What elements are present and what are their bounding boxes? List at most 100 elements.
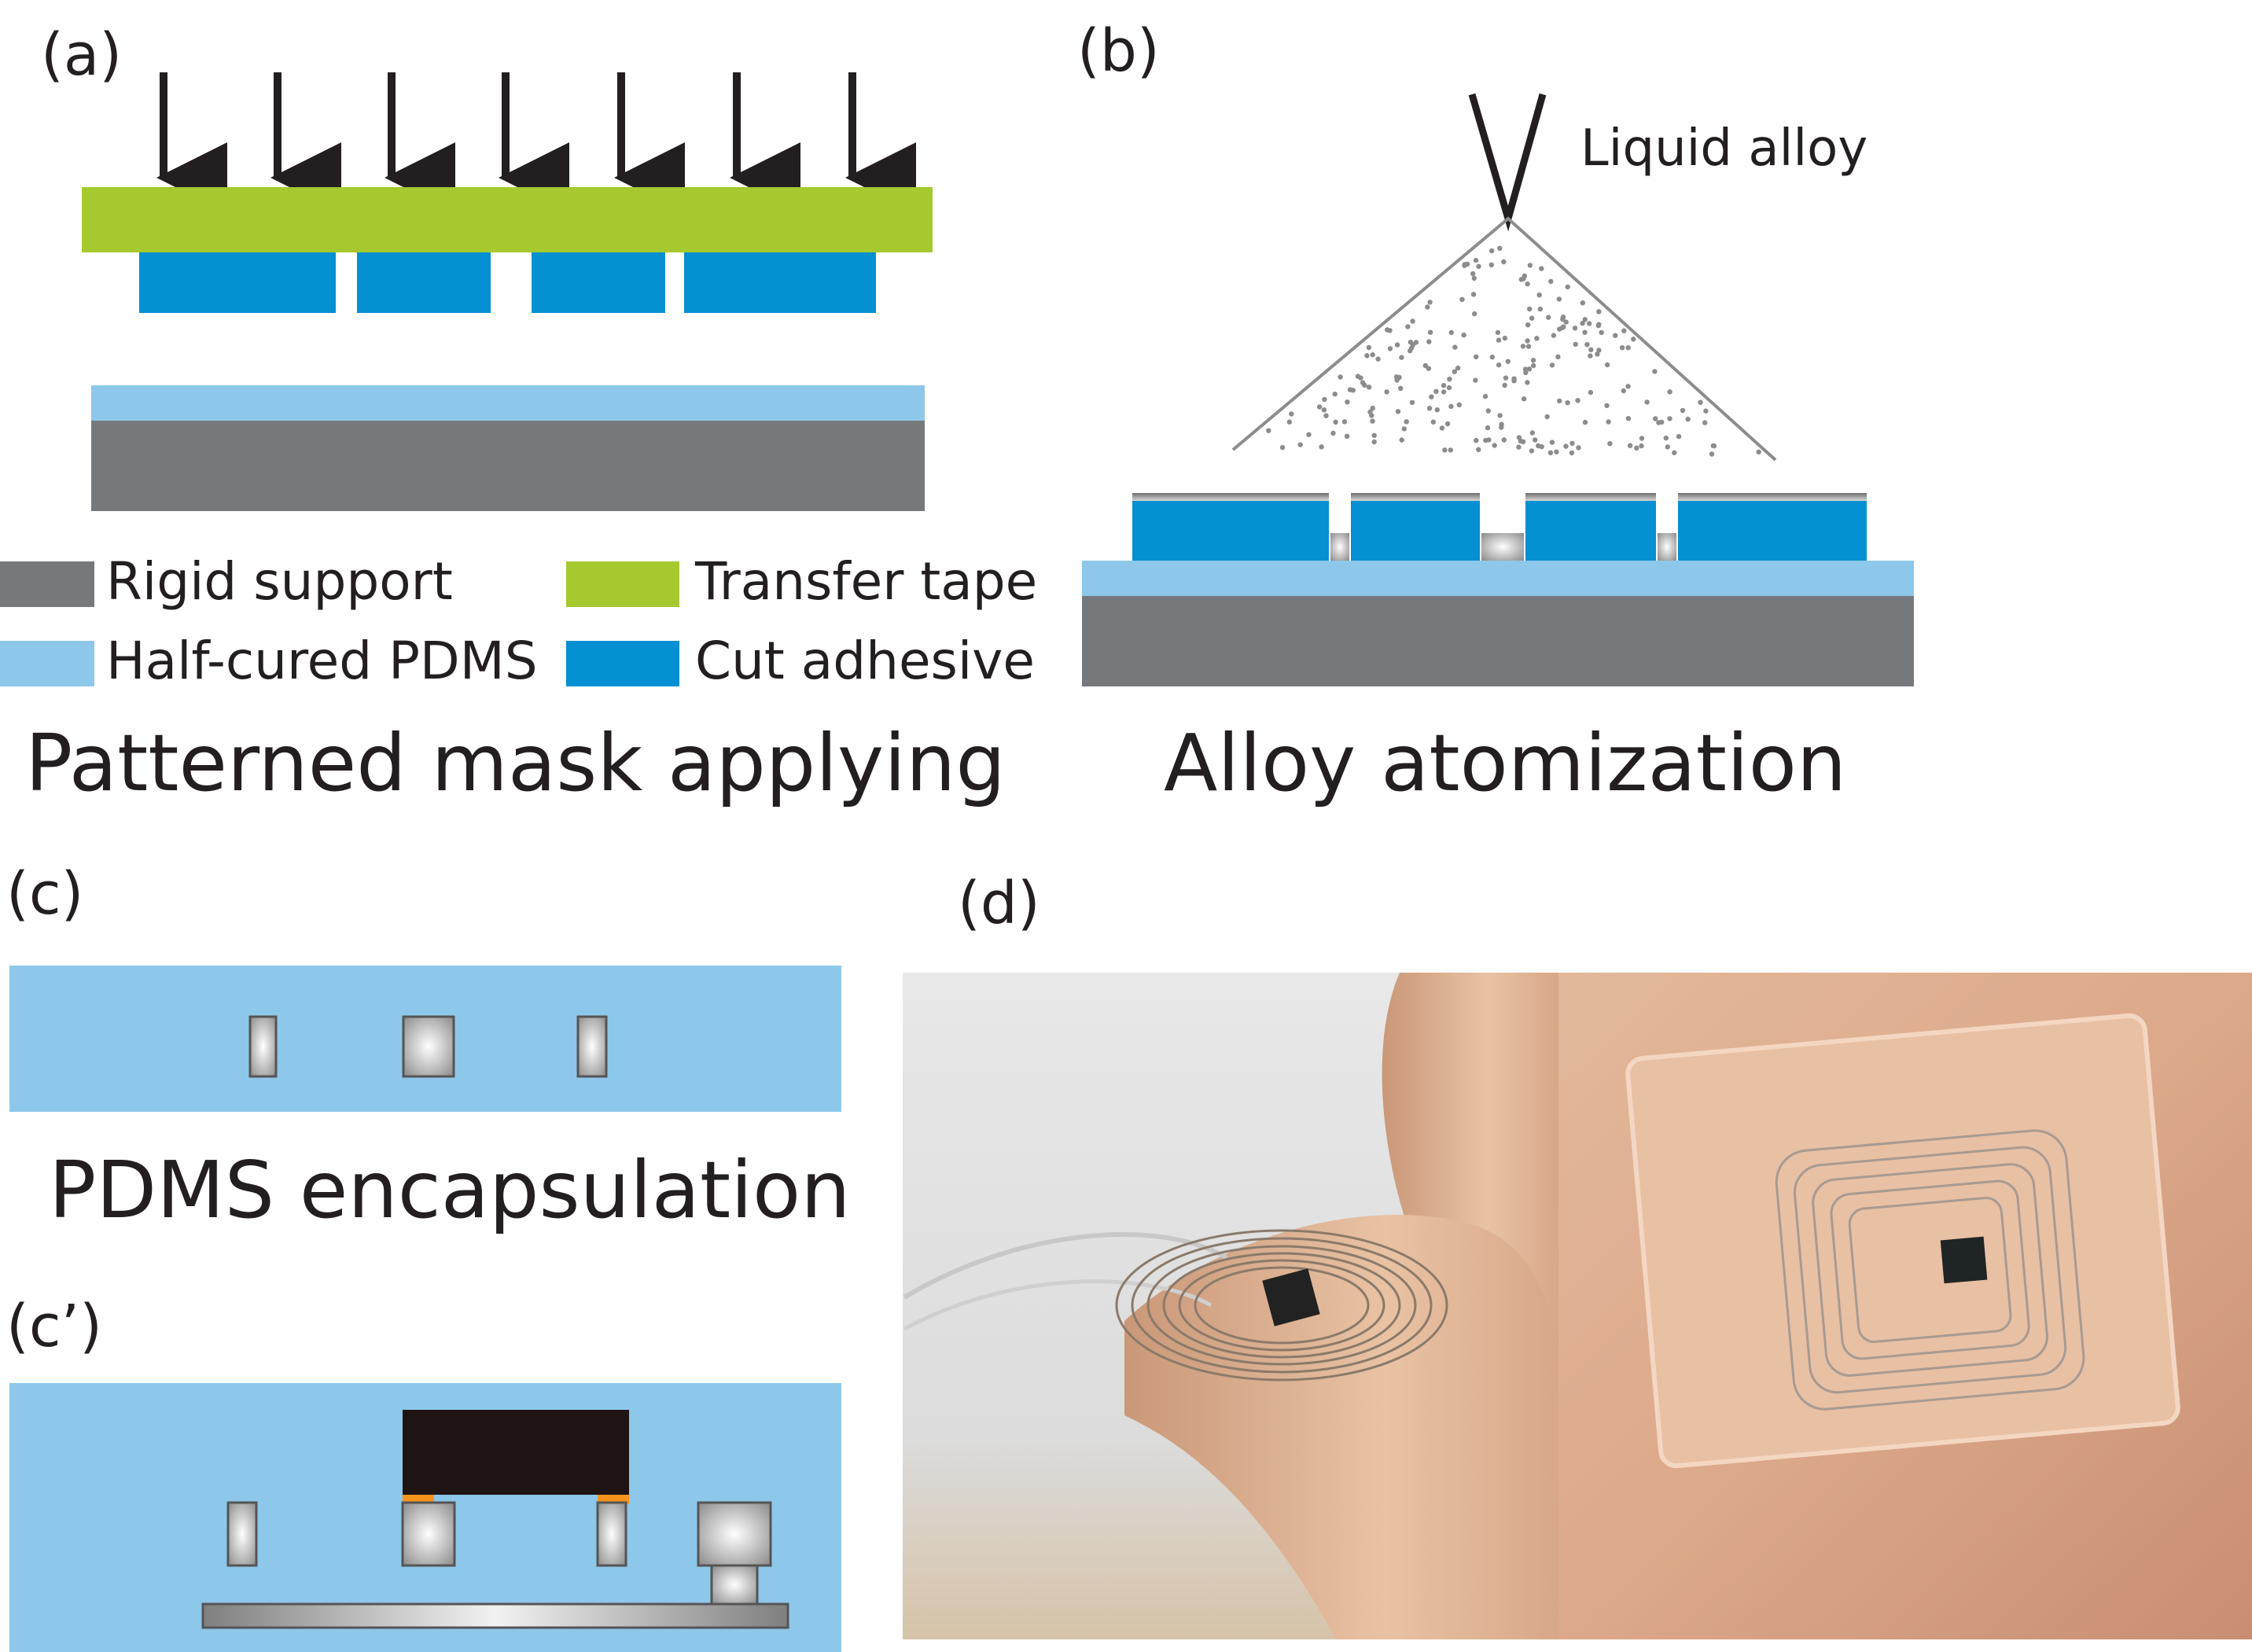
spray-droplet — [1426, 366, 1432, 371]
spray-droplet — [1665, 444, 1670, 450]
spray-droplet — [1756, 449, 1761, 454]
spray-droplet — [1465, 261, 1470, 267]
panel-b-caption: Alloy atomization — [1164, 717, 1846, 809]
spray-droplet — [1332, 392, 1338, 397]
spray-droplet — [1333, 419, 1338, 425]
cut-adhesive-block — [1132, 497, 1329, 561]
spray-droplet — [1561, 324, 1566, 329]
alloy-deposit — [1481, 533, 1524, 561]
spray-droplet — [1596, 309, 1602, 315]
spray-droplet — [1345, 399, 1350, 405]
spray-droplet — [1588, 353, 1593, 359]
liquid-alloy-annotation: Liquid alloy — [1580, 120, 1867, 178]
spray-droplet — [1551, 333, 1557, 338]
spray-droplet — [1473, 257, 1479, 263]
spray-droplet — [1347, 387, 1353, 392]
panel-d: (d) — [903, 870, 2252, 1639]
alloy-trace — [401, 1501, 456, 1567]
spray-droplet — [1596, 348, 1602, 353]
spray-droplet — [1676, 433, 1682, 440]
spray-droplet — [1505, 359, 1511, 364]
spray-droplet — [1502, 382, 1507, 388]
spray-droplet — [1499, 421, 1504, 427]
spray-droplet — [1425, 304, 1430, 310]
spray-droplet — [1607, 441, 1613, 447]
spray-droplet — [1371, 439, 1377, 445]
spray-droplet — [1385, 327, 1390, 333]
spray-droplet — [1627, 443, 1633, 448]
panel-c-label: (c) — [6, 860, 83, 928]
spray-droplet — [1625, 416, 1632, 421]
cut-adhesive-block — [1678, 497, 1867, 561]
spray-droplet — [1323, 413, 1329, 418]
spray-droplet — [1473, 377, 1478, 383]
spray-droplet — [1369, 413, 1374, 418]
spray-droplet — [1536, 293, 1542, 298]
finger — [1124, 1215, 1558, 1639]
spray-droplet — [1427, 329, 1433, 335]
pdms-patch — [1625, 1013, 2180, 1469]
spray-droplet — [1316, 404, 1323, 410]
spray-droplet — [1344, 433, 1350, 439]
spray-droplet — [1408, 348, 1413, 354]
legend-swatch-transfer-tape — [566, 561, 679, 607]
spray-droplet — [1319, 444, 1324, 450]
rigid-support-layer — [91, 421, 925, 511]
spray-droplet — [1434, 407, 1441, 413]
spray-droplet — [1496, 362, 1502, 368]
spray-droplet — [1565, 400, 1570, 406]
spray-droplet — [1563, 319, 1569, 325]
spray-droplet — [1565, 284, 1570, 290]
cut-adhesive-block — [139, 252, 336, 313]
spray-droplet — [1446, 384, 1452, 391]
spray-droplet — [1289, 411, 1294, 417]
spray-droplet — [1492, 443, 1497, 448]
spray-droplet — [1501, 259, 1507, 265]
spray-droplet — [1588, 347, 1594, 352]
spray-droplet — [1604, 403, 1610, 408]
spray-droplet — [1703, 408, 1709, 414]
spray-droplet — [1563, 443, 1569, 449]
spray-droplet — [1470, 292, 1477, 297]
spray-droplet — [1584, 342, 1590, 348]
cut-adhesive-block — [1351, 497, 1480, 561]
spray-droplet — [1604, 362, 1610, 368]
spray-droplet — [1427, 300, 1433, 305]
panel-d-label: (d) — [958, 870, 1040, 937]
spray-droplet — [1569, 450, 1575, 456]
alloy-coating — [1132, 493, 1329, 501]
spray-droplet — [1429, 394, 1434, 399]
spray-droplet — [1404, 419, 1409, 425]
spray-droplet — [1534, 336, 1540, 341]
spray-droplet — [1488, 262, 1495, 267]
photo-flexible-device-on-finger — [903, 973, 1558, 1639]
legend-label: Transfer tape — [694, 551, 1037, 612]
spray-droplet — [1448, 329, 1455, 336]
spray-droplet — [1663, 435, 1669, 441]
spray-droplet — [1698, 399, 1703, 405]
spray-droplet — [1537, 306, 1544, 312]
spray-droplet — [1455, 365, 1461, 371]
spray-droplet — [1625, 345, 1631, 351]
half-cured-pdms-layer — [91, 385, 925, 421]
spray-droplet — [1322, 396, 1327, 403]
spray-cone — [1231, 216, 1777, 462]
legend-label: Rigid support — [106, 551, 453, 612]
spray-droplet — [1639, 443, 1644, 449]
spray-droplet — [1621, 328, 1627, 333]
spray-droplet — [1544, 414, 1550, 420]
spray-droplet — [1521, 396, 1527, 402]
spray-droplet — [1580, 300, 1586, 306]
spray-droplet — [1522, 366, 1529, 372]
spray-droplet — [1588, 389, 1594, 396]
spray-droplet — [1338, 374, 1343, 380]
spray-droplet — [1530, 358, 1536, 363]
spray-droplet — [1341, 419, 1348, 425]
alloy-trace — [226, 1501, 258, 1567]
chip-icon — [403, 1410, 629, 1495]
spray-droplet — [1489, 354, 1496, 360]
spray-droplet — [1426, 406, 1433, 411]
spray-droplet — [1582, 317, 1588, 322]
spray-droplet — [1631, 337, 1636, 342]
spray-droplet — [1595, 322, 1602, 329]
